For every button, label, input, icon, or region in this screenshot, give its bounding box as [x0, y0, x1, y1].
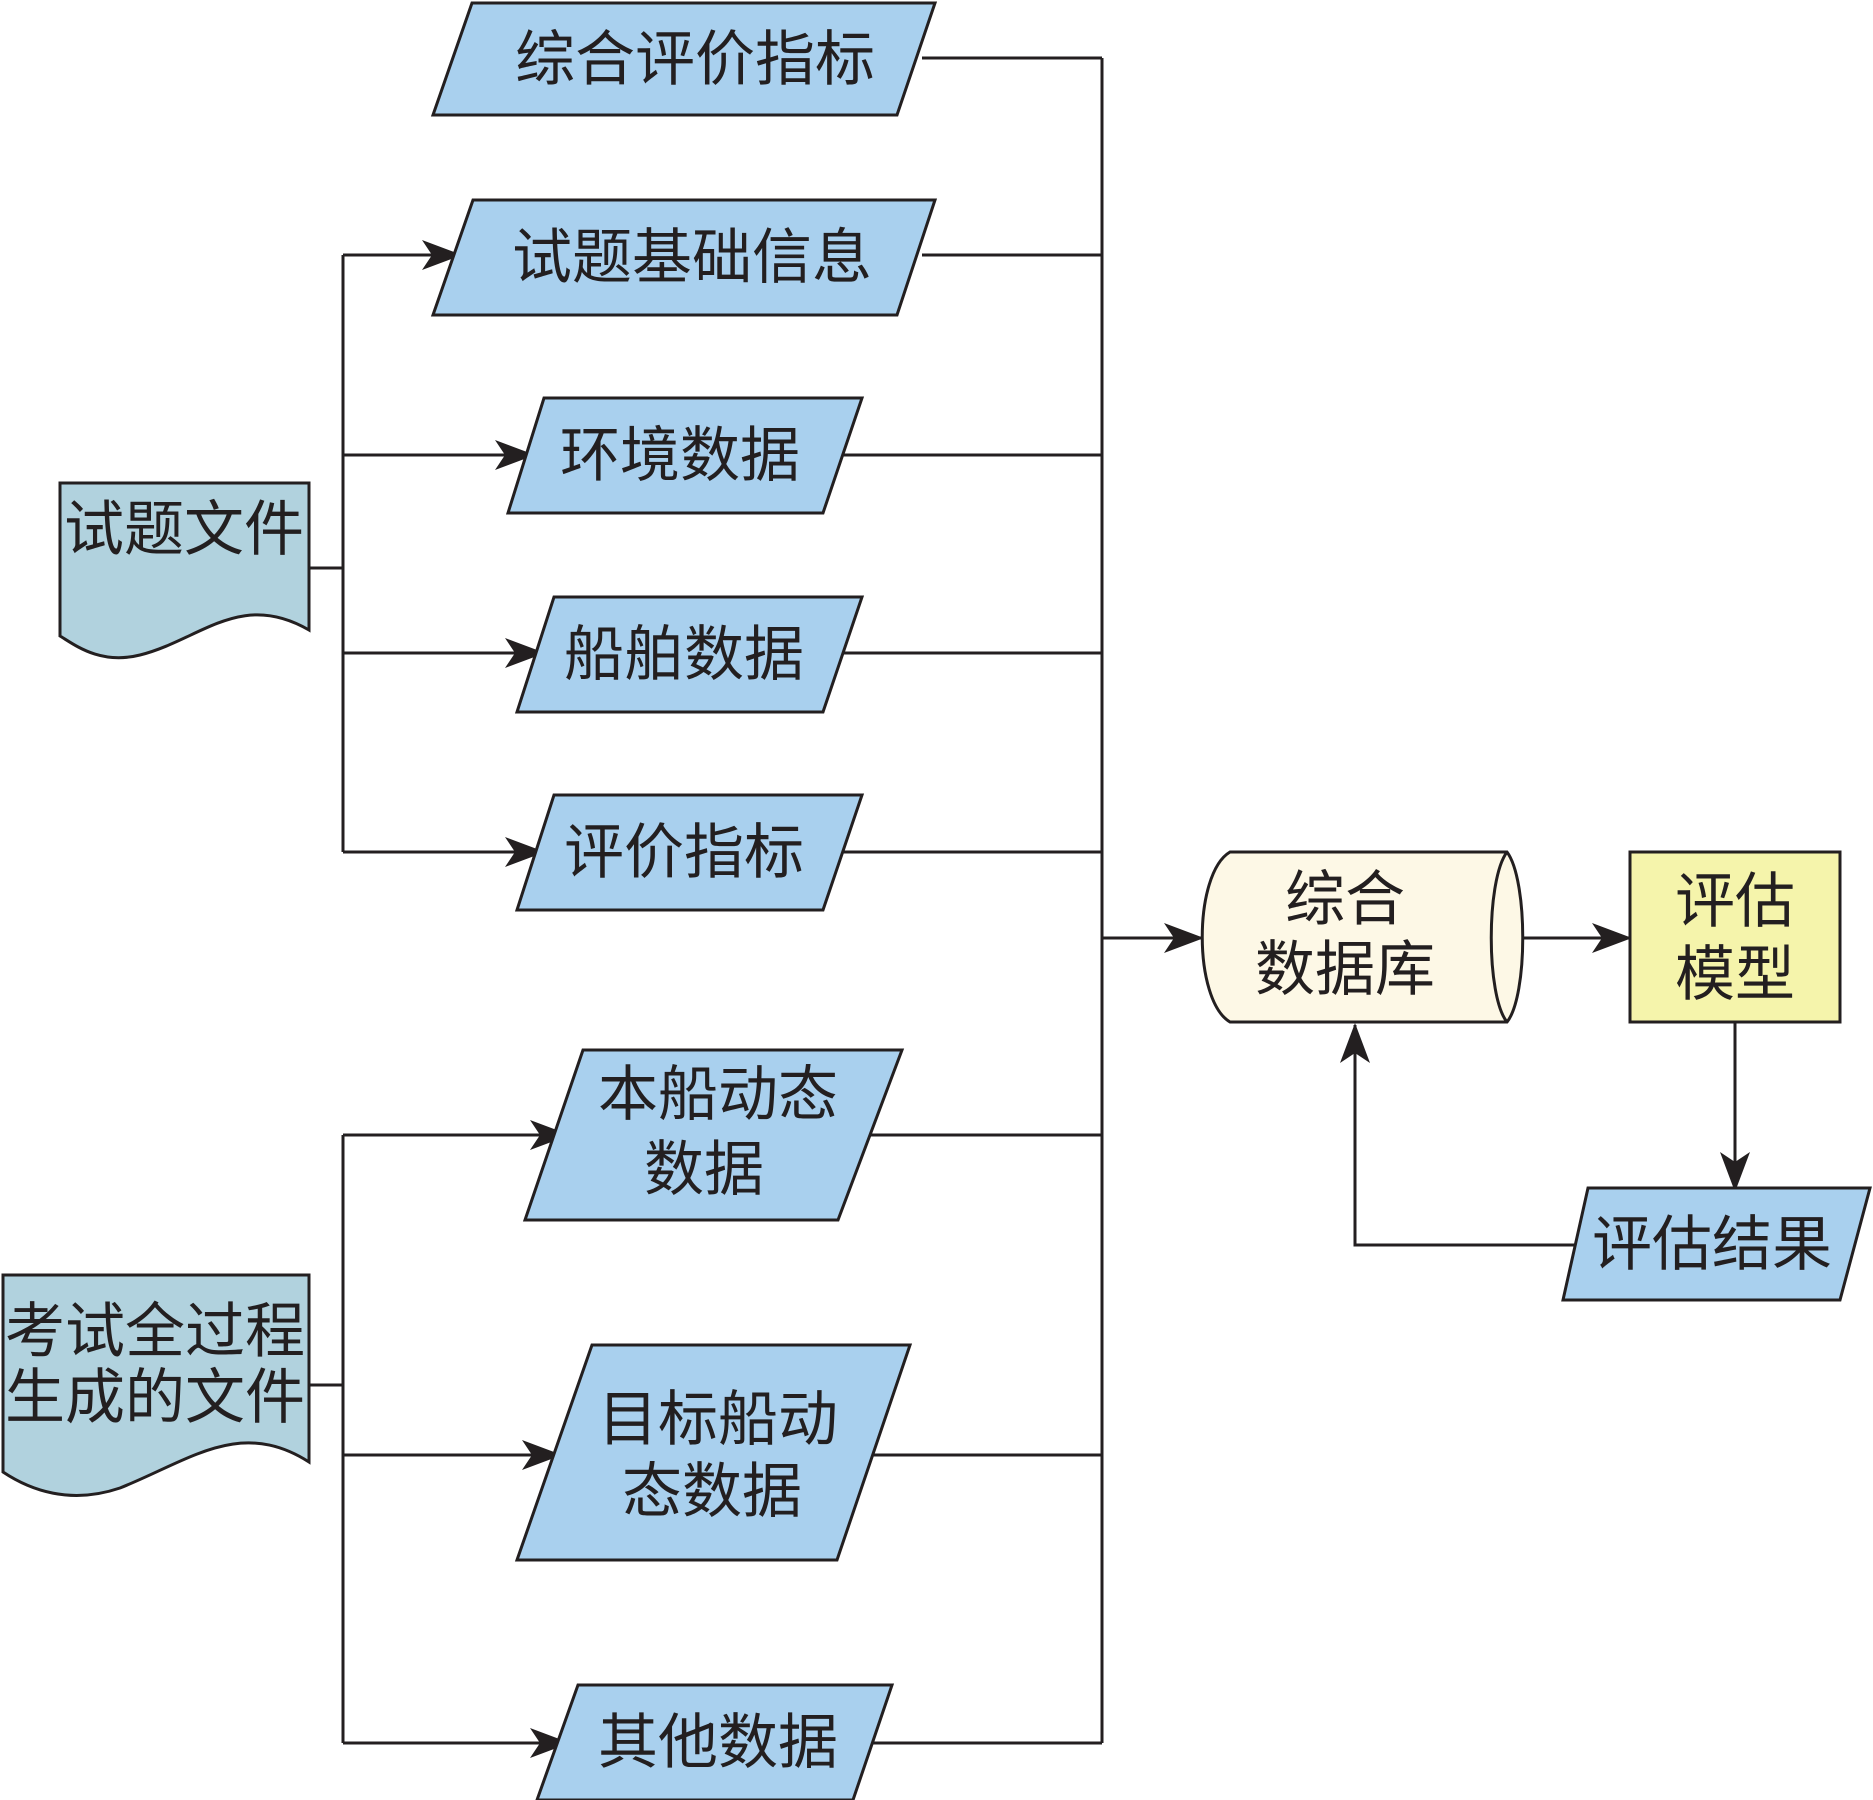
- document-shape: [58, 481, 311, 660]
- model-label-line1: 评估: [1675, 867, 1795, 937]
- evaluation-index-label: 评价指标: [564, 818, 804, 888]
- data-question-info: 试题基础信息: [430, 198, 938, 317]
- data-environment: 环境数据: [505, 396, 865, 515]
- parallelogram: [1561, 1186, 1872, 1302]
- model-evaluation: 评估 模型: [1628, 850, 1842, 1024]
- data-own-ship: 本船动态 数据: [522, 1048, 905, 1222]
- data-result: 评估结果: [1561, 1186, 1872, 1302]
- parallelogram: [430, 198, 938, 317]
- database-comprehensive: 综合 数据库: [1200, 850, 1525, 1024]
- target-ship-label-line1: 目标船动: [598, 1385, 838, 1455]
- result-label: 评估结果: [1592, 1210, 1832, 1280]
- parallelogram: [430, 1, 938, 117]
- process-file-label-line2: 生成的文件: [5, 1363, 305, 1433]
- arrow-result-to-database: [1340, 1023, 1580, 1247]
- database-inner-curve: [1489, 851, 1509, 1023]
- exam-file-label: 试题文件: [64, 495, 304, 565]
- document-exam-file: 试题文件: [58, 481, 311, 660]
- ship-label: 船舶数据: [564, 620, 804, 690]
- document-process-file: 考试全过程 生成的文件: [1, 1273, 311, 1497]
- model-label-line2: 模型: [1675, 940, 1795, 1010]
- parallelogram: [505, 396, 865, 515]
- data-comprehensive-index: 综合评价指标: [430, 1, 938, 117]
- connectors: [309, 56, 1750, 1758]
- data-other: 其他数据: [535, 1683, 895, 1800]
- target-ship-label-line2: 态数据: [622, 1457, 802, 1527]
- parallelogram: [522, 1048, 905, 1222]
- environment-label: 环境数据: [560, 421, 800, 491]
- process-file-label-line1: 考试全过程: [5, 1297, 305, 1367]
- model-shape: [1628, 850, 1842, 1024]
- parallelogram: [514, 793, 865, 912]
- data-ship: 船舶数据: [514, 595, 865, 714]
- parallelogram: [535, 1683, 895, 1800]
- other-label: 其他数据: [598, 1708, 838, 1778]
- comprehensive-index-label: 综合评价指标: [515, 25, 875, 95]
- parallelogram: [514, 595, 865, 714]
- document-shape: [1, 1273, 311, 1497]
- database-label-line2: 数据库: [1255, 935, 1435, 1005]
- parallelogram: [514, 1343, 913, 1562]
- data-evaluation-index: 评价指标: [514, 793, 865, 912]
- own-ship-label-line1: 本船动态: [598, 1060, 838, 1130]
- database-shape: [1200, 850, 1525, 1024]
- database-label-line1: 综合: [1285, 865, 1405, 935]
- question-info-label: 试题基础信息: [512, 223, 872, 293]
- data-target-ship: 目标船动 态数据: [514, 1343, 913, 1562]
- own-ship-label-line2: 数据: [644, 1135, 764, 1205]
